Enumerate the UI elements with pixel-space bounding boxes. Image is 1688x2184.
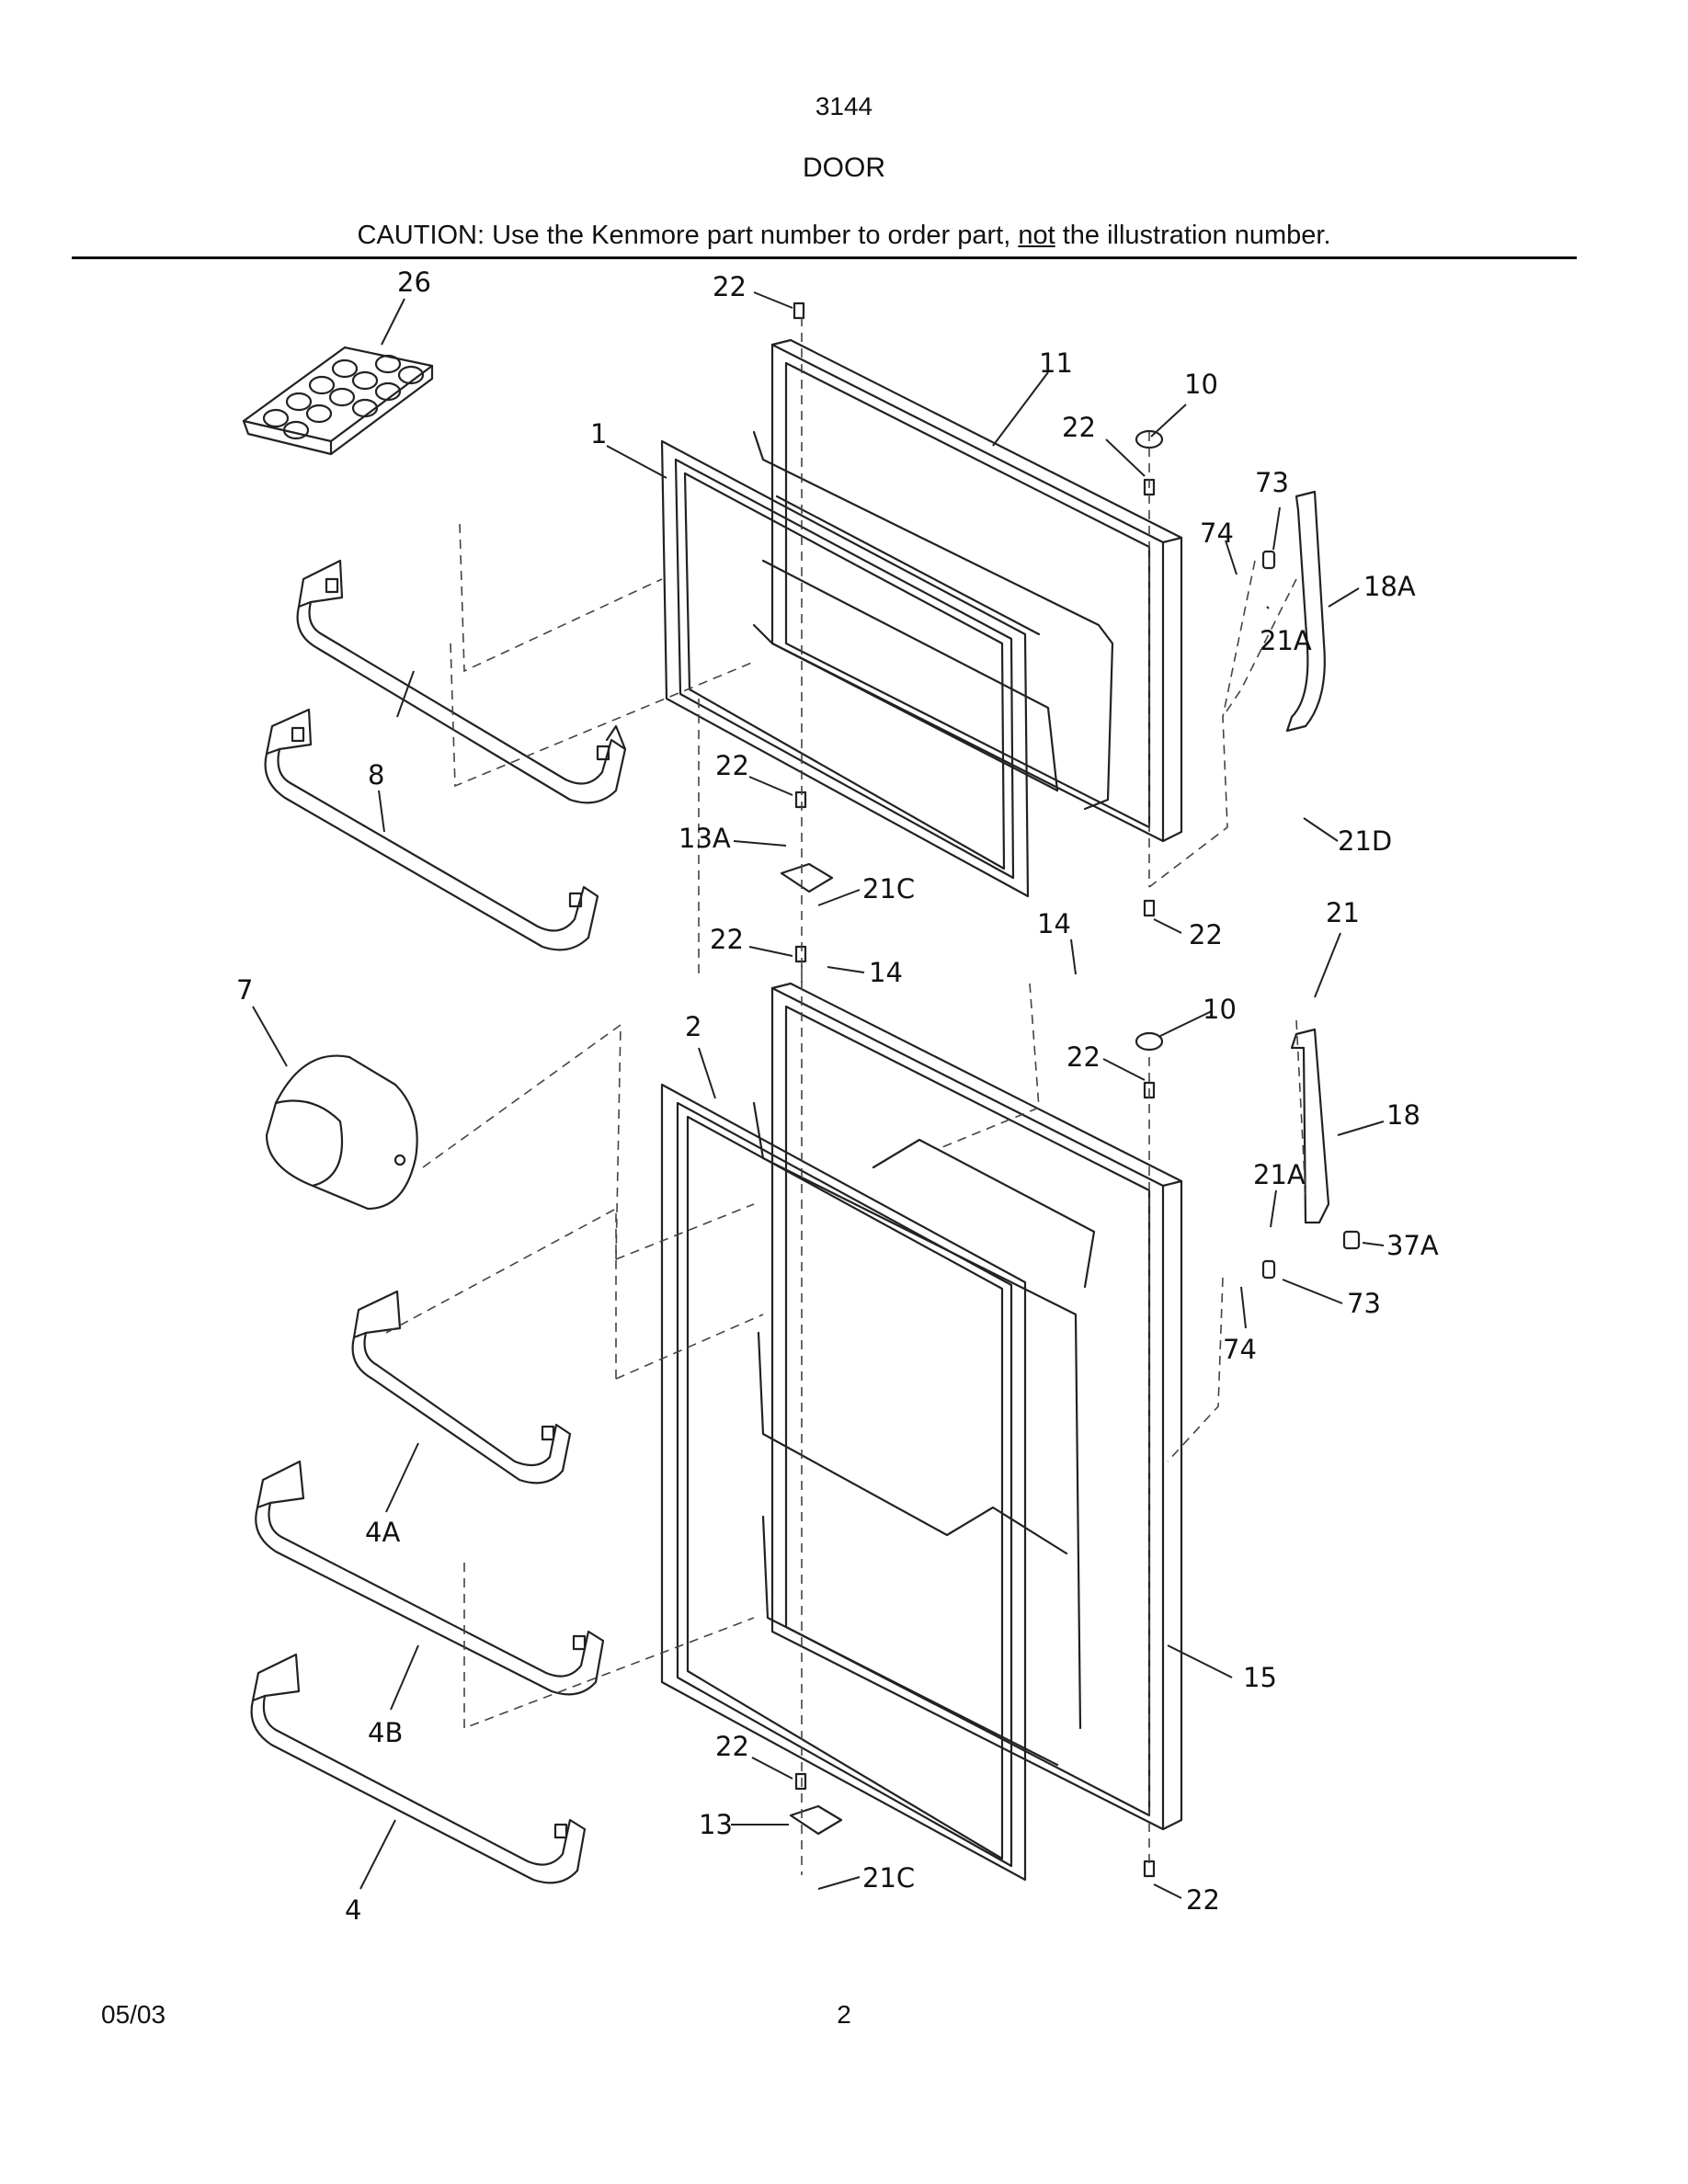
lower-shelf-bars-drawing [250,1290,605,1884]
callout-73: 73 [1347,1288,1381,1319]
callout-22: 22 [1189,919,1223,950]
callout-7: 7 [236,974,253,1006]
assembly-lines [385,317,1306,1875]
callout-21c: 21C [862,873,915,904]
callout-14: 14 [869,957,903,988]
callout-22: 22 [1062,412,1096,443]
callout-22: 22 [1066,1041,1101,1073]
callout-10: 10 [1184,369,1218,400]
handles-drawing [1285,490,1361,1250]
caution-suffix: the illustration number. [1055,221,1331,250]
callout-21c: 21C [862,1862,915,1894]
upper-door-drawing [752,338,1183,843]
leader-lines [252,291,1385,1899]
callout-22: 22 [713,271,747,302]
caution-emphasis: not [1018,221,1055,250]
footer-date: 05/03 [101,2000,166,2029]
callout-22: 22 [710,924,744,955]
callout-26: 26 [397,267,431,298]
callout-13: 13 [699,1809,733,1840]
callout-10: 10 [1203,994,1237,1025]
callout-2: 2 [685,1011,701,1042]
section-title: DOOR [803,153,885,183]
callout-13a: 13A [679,823,731,854]
page-number: 2 [837,2000,851,2029]
callout-22: 22 [715,1731,749,1762]
lower-door-drawing [752,982,1183,1831]
callout-21a: 21A [1260,625,1312,656]
callout-8: 8 [368,759,384,791]
callout-18a: 18A [1363,571,1416,602]
callout-22: 22 [1186,1884,1220,1916]
caution-prefix: CAUTION: Use the Kenmore part number to … [357,221,1019,250]
callout-18: 18 [1386,1099,1420,1131]
callout-21: 21 [1326,897,1360,928]
callout-21d: 21D [1338,825,1392,857]
callout-74: 74 [1223,1334,1257,1365]
callout-21a: 21A [1253,1159,1306,1190]
callout-4b: 4B [368,1717,403,1748]
callout-labels: 26 22 11 10 22 1 73 74 18A 21A 8 22 13A … [236,267,1439,1926]
callout-15: 15 [1243,1662,1277,1693]
callout-4a: 4A [365,1517,400,1548]
callout-1: 1 [590,418,607,449]
callout-14: 14 [1037,908,1071,939]
callout-4: 4 [345,1894,361,1926]
callout-74: 74 [1200,518,1234,549]
ice-tray-drawing [242,346,434,456]
model-number: 3144 [815,92,873,120]
dairy-cover-drawing [265,1054,418,1211]
upper-gasket-drawing [660,439,1030,898]
callout-11: 11 [1039,347,1073,379]
header-rule [72,256,1577,259]
callout-73: 73 [1255,467,1289,498]
upper-shelf-bars-drawing [264,559,627,951]
lower-gasket-drawing [660,1083,1027,1882]
caution-note: CAUTION: Use the Kenmore part number to … [0,221,1688,251]
callout-37a: 37A [1386,1230,1439,1261]
callout-22: 22 [715,750,749,781]
